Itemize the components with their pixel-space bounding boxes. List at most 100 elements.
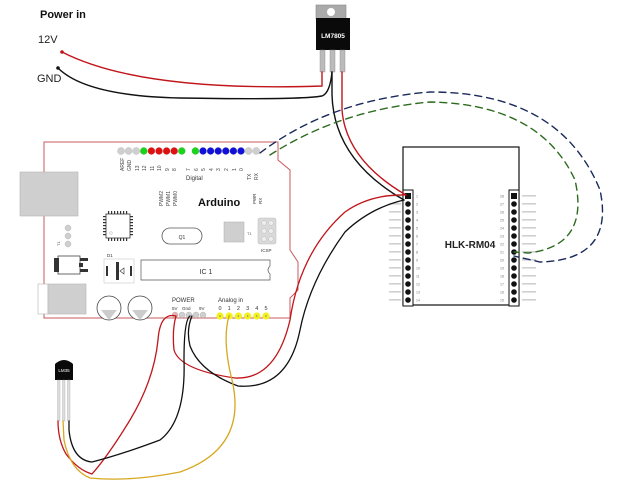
hlk-right-pin-number: 25 — [500, 219, 504, 223]
regulator-label: LM7805 — [321, 33, 345, 40]
digital-pin-label: 13 — [135, 165, 141, 171]
digital-pin-label: 4 — [209, 168, 215, 171]
power-pin-5v: 5V — [172, 306, 178, 311]
wires — [57, 51, 604, 480]
hlk-right-pin — [511, 289, 517, 295]
digital-pin — [191, 147, 200, 155]
hlk-left-pin-number: 8 — [416, 251, 418, 255]
digital-pin-label: 2 — [224, 168, 230, 171]
wire-12v-in — [61, 51, 323, 88]
lm7805-regulator: LM7805 — [315, 4, 350, 73]
hlk-right-pin-number: 28 — [500, 195, 504, 199]
wire-gnd-to-hlk — [331, 71, 405, 201]
analog-pin-label: 0 — [218, 306, 221, 312]
digital-pin — [170, 147, 178, 155]
rx-led-label: RX — [258, 198, 263, 204]
hlk-right-pin — [511, 209, 517, 215]
hlk-left-pin-number: 14 — [416, 299, 420, 303]
hlk-left-pin — [405, 201, 411, 207]
icsp-label: ICSP — [261, 248, 272, 253]
digital-pin — [124, 147, 133, 155]
digital-header — [117, 147, 260, 155]
pwr-label: PWR — [252, 193, 257, 204]
hlk-left-pin-number: 1 — [416, 195, 418, 199]
power-in-title: Power in — [40, 9, 86, 21]
onboard-regulator — [54, 255, 88, 275]
txrx-label: TX — [247, 173, 253, 180]
digital-pin-label: 3 — [216, 168, 222, 171]
hlk-right-pin — [511, 233, 517, 239]
wire-gnd-to-arduino — [187, 199, 405, 387]
hlk-left-pin-number: 3 — [416, 211, 418, 215]
power-jack — [47, 283, 87, 315]
digital-pin — [199, 147, 207, 155]
hlk-right-pin-number: 19 — [500, 267, 504, 271]
digital-pin — [206, 147, 215, 155]
digital-pin-label: 5 — [201, 168, 207, 171]
analog-pin-label: 4 — [255, 306, 258, 312]
crystal — [161, 227, 203, 245]
hlk-left-pin — [405, 249, 411, 255]
digital-pin-label: 9 — [165, 168, 171, 171]
ic1-label: IC 1 — [200, 269, 213, 276]
wire-5v-to-arduino — [172, 194, 407, 379]
digital-pin-label: 0 — [239, 168, 245, 171]
power-pin — [199, 311, 207, 319]
ic1 — [140, 259, 271, 281]
hlk-left-pin-number: 6 — [416, 235, 418, 239]
hlk-right-pin — [511, 241, 517, 247]
hlk-right-pin-number: 20 — [500, 259, 504, 263]
analog-pin-label: 2 — [237, 306, 240, 312]
power-pin — [192, 311, 200, 319]
power-header-label: POWER — [172, 298, 195, 304]
hlk-left-pin — [405, 257, 411, 263]
hlk-right-pin — [511, 273, 517, 279]
lm35-sensor: LM35 — [55, 360, 73, 422]
hlk-right-pin-number: 27 — [500, 203, 504, 207]
digital-pin — [214, 147, 222, 155]
hlk-right-pin-number: 17 — [500, 283, 504, 287]
atmega-chip — [103, 211, 133, 241]
wire-tx-dashed — [259, 91, 604, 263]
hlk-right-pin-number: 24 — [500, 227, 504, 231]
hlk-right-pin-number: 16 — [500, 291, 504, 295]
analog-header — [216, 312, 270, 320]
hlk-left-pin-number: 4 — [416, 219, 418, 223]
digital-pin-label: 7 — [186, 168, 192, 171]
digital-pin-label: GND — [127, 160, 133, 172]
pwm-label: PWM1 — [166, 191, 172, 206]
hlk-left-pin-number: 9 — [416, 259, 418, 263]
digital-pin — [155, 147, 163, 155]
hlk-left-pin-number: 10 — [416, 267, 420, 271]
power-pin-9v: 9V — [199, 306, 205, 311]
hlk-left-pin — [405, 297, 411, 303]
hlk-right-pin — [511, 297, 517, 303]
hlk-right-pin — [511, 201, 517, 207]
digital-pin — [222, 147, 230, 155]
hlk-left-pin — [405, 225, 411, 231]
digital-pin — [140, 147, 148, 155]
digital-pin — [147, 147, 156, 155]
hlk-right-pin-number: 15 — [500, 299, 504, 303]
hlk-left-pin — [405, 233, 411, 239]
hlk-left-pin — [405, 209, 411, 215]
hlk-left-pin — [405, 217, 411, 223]
crystal-label: Q1 — [179, 235, 186, 241]
wire-rx-dashed — [269, 101, 579, 254]
digital-pin — [117, 147, 125, 155]
wire-lm35-gnd — [68, 315, 191, 463]
hlk-right-pin-number: 26 — [500, 211, 504, 215]
digital-pin-label: 6 — [194, 168, 200, 171]
pwm-label: PWM2 — [159, 191, 165, 206]
analog-header-label: Analog in — [218, 298, 243, 304]
capacitor-2 — [127, 295, 153, 321]
hlk-left-pin-number: 12 — [416, 283, 420, 287]
hlk-right-pin-number: 21 — [500, 251, 504, 255]
hlk-right-pin-number: 18 — [500, 275, 504, 279]
digital-pin-label: 11 — [150, 166, 156, 171]
